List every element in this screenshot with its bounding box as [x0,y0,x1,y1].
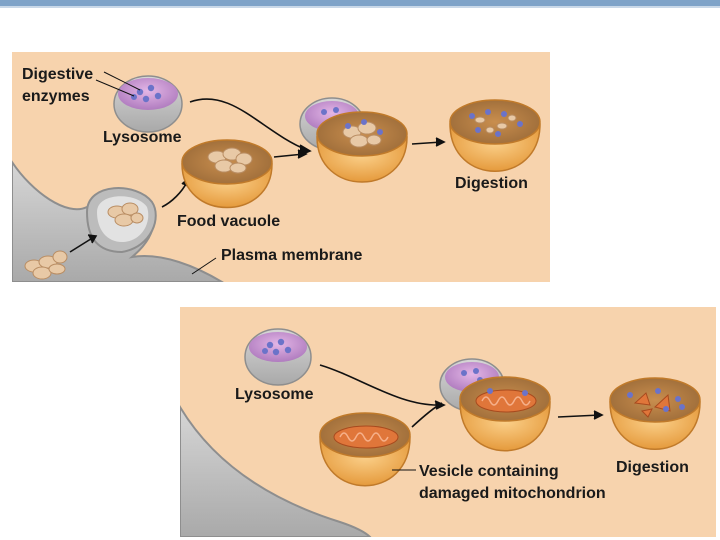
arrow-to-digestion [411,137,446,147]
arrow-engulf [69,234,98,253]
arrow-to-digestion [557,410,604,420]
lysosome [244,328,312,386]
lysosome-label: Lysosome [103,129,182,146]
vesicle-label-line1: Vesicle containing [419,463,559,480]
autophagy-illustration [180,328,701,537]
digestive-enzymes-label-line1: Digestive [22,66,94,83]
arrow-lysosome-to-fusion [319,364,446,410]
lysosome-fusing-with-vacuole [299,97,408,183]
mitochondrion [333,425,399,449]
cell-membrane [180,405,372,537]
plasma-membrane-label: Plasma membrane [221,247,363,264]
vesicle-with-mitochondrion [319,412,411,487]
arrow-vacuole-to-fusion [273,149,308,159]
lysosome-fusing-with-vesicle [439,358,551,452]
slide-top-bar-accent [0,6,720,8]
food-vacuole [181,139,273,209]
vesicle-label-line2: damaged mitochondrion [419,485,606,502]
food-vacuole-label: Food vacuole [177,213,281,230]
phagocytosis-panel: Digestive enzymes Lysosome Food vacuole … [12,52,550,282]
food-particle-pocket [107,202,144,227]
digestion-label: Digestion [455,175,528,192]
lysosome [113,75,183,133]
autophagy-panel: Lysosome Vesicle containing damaged mito… [180,307,716,537]
food-particle-outside [24,250,68,280]
digestive-enzymes-label-line2: enzymes [22,88,90,105]
digestion-vesicle [449,99,541,172]
phagocytosis-illustration [12,71,541,282]
slide-top-bar [0,0,720,6]
digestion-label: Digestion [616,459,689,476]
lysosome-label: Lysosome [235,386,314,403]
digestion-vesicle [609,377,701,450]
arrow-vesicle-to-fusion [411,402,443,428]
leader-lines [95,71,217,275]
